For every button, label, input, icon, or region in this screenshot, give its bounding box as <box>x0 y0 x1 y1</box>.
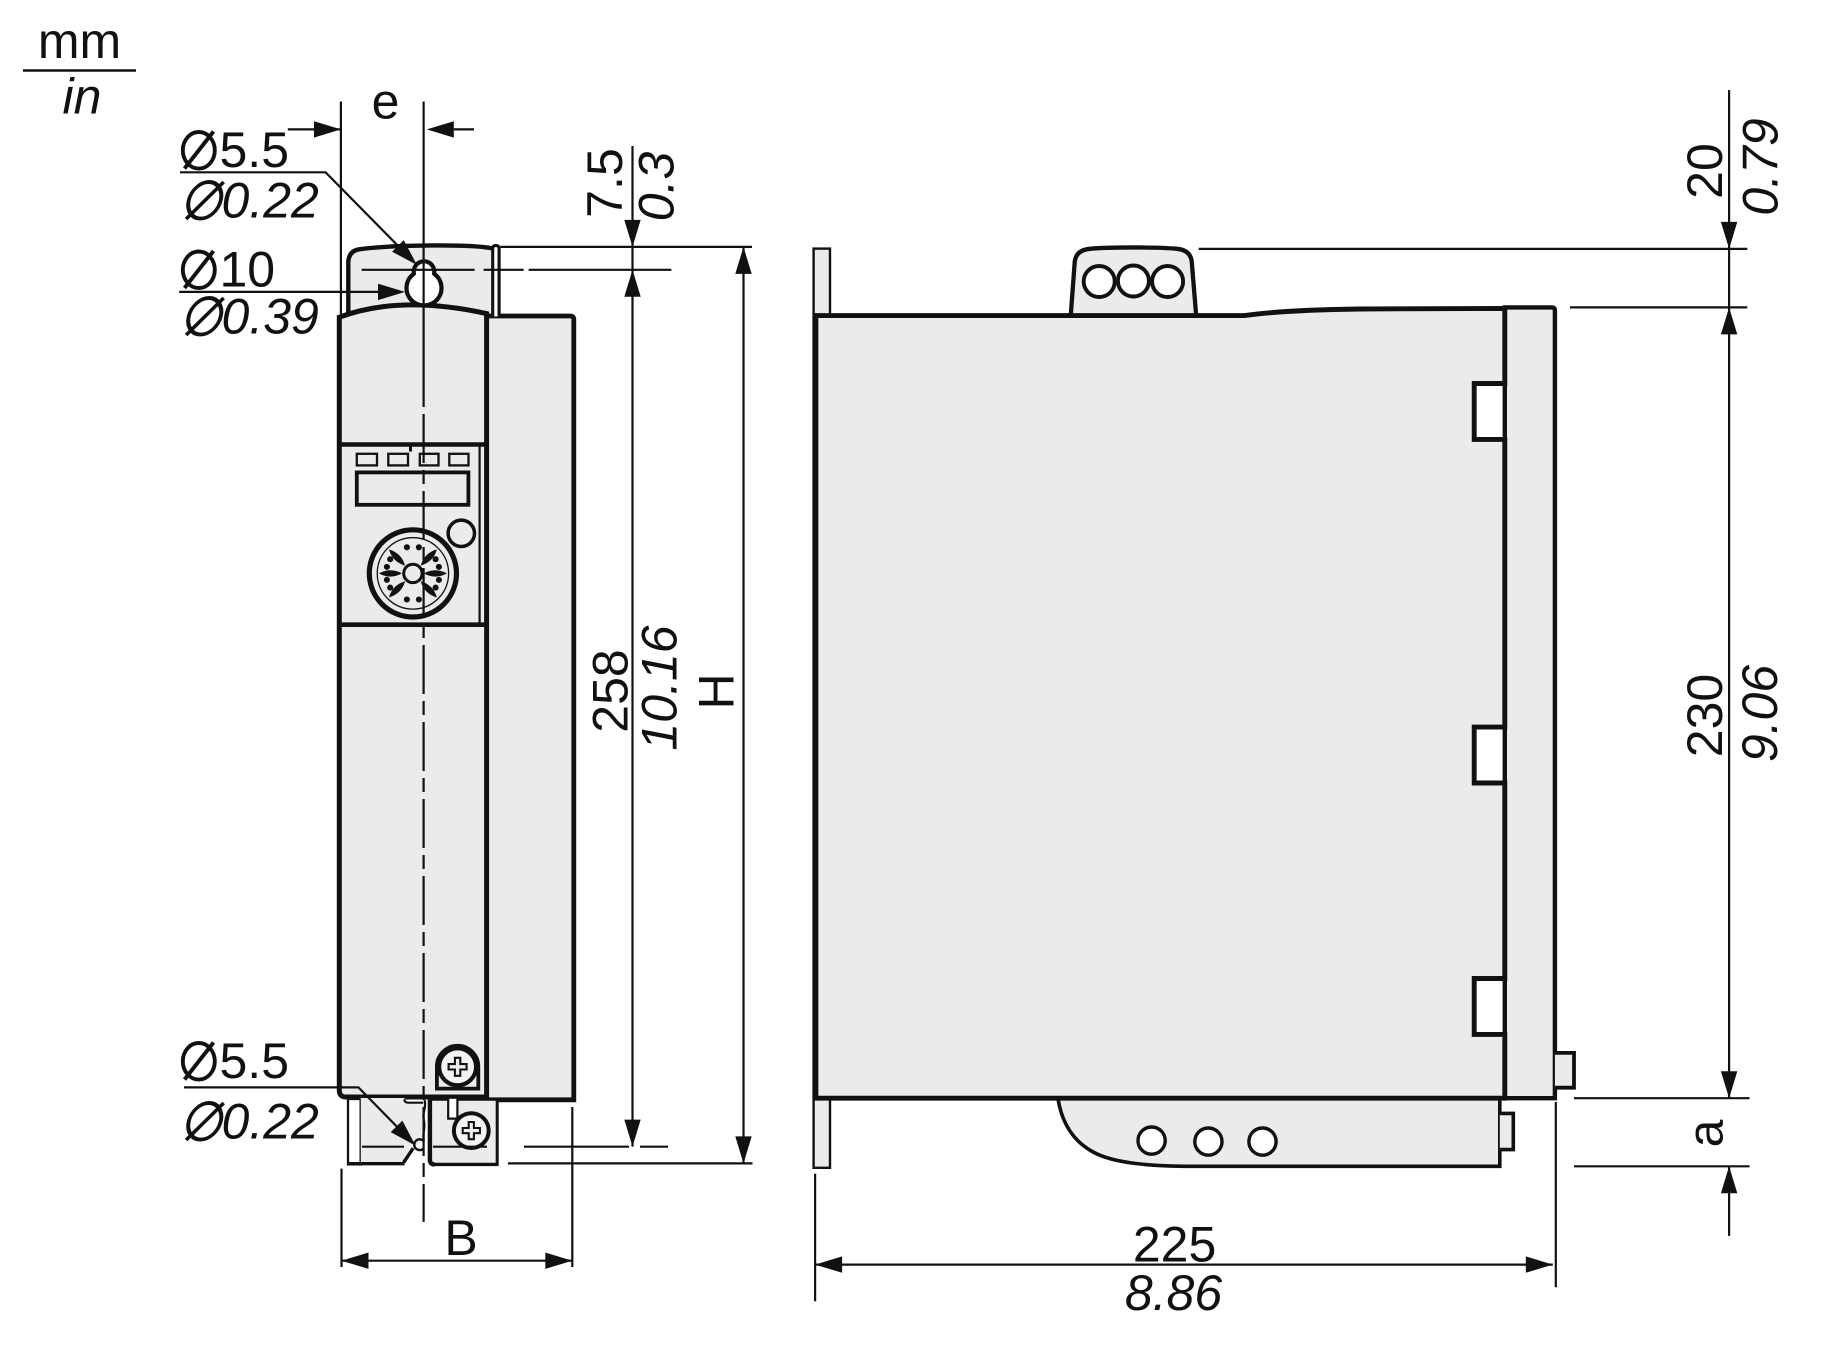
svg-text:230: 230 <box>1677 674 1733 757</box>
svg-text:20: 20 <box>1677 143 1733 199</box>
svg-text:225: 225 <box>1133 1217 1216 1273</box>
svg-text:9.06: 9.06 <box>1732 665 1788 763</box>
svg-text:0.79: 0.79 <box>1733 118 1789 215</box>
svg-text:in: in <box>63 69 102 125</box>
svg-text:0.3: 0.3 <box>629 152 685 222</box>
svg-text:5.5: 5.5 <box>220 1033 290 1089</box>
svg-text:H: H <box>689 673 745 709</box>
svg-text:e: e <box>372 74 400 130</box>
svg-text:10.16: 10.16 <box>632 625 688 750</box>
svg-text:B: B <box>444 1210 477 1266</box>
svg-text:258: 258 <box>583 649 639 732</box>
svg-text:8.86: 8.86 <box>1125 1265 1223 1321</box>
svg-text:mm: mm <box>38 13 121 69</box>
svg-text:10: 10 <box>220 242 276 298</box>
svg-text:0.39: 0.39 <box>222 289 319 345</box>
svg-text:0.22: 0.22 <box>222 173 320 229</box>
svg-text:0.22: 0.22 <box>222 1094 320 1150</box>
svg-text:5.5: 5.5 <box>220 122 290 178</box>
svg-text:a: a <box>1678 1119 1734 1147</box>
svg-text:7.5: 7.5 <box>577 148 633 218</box>
